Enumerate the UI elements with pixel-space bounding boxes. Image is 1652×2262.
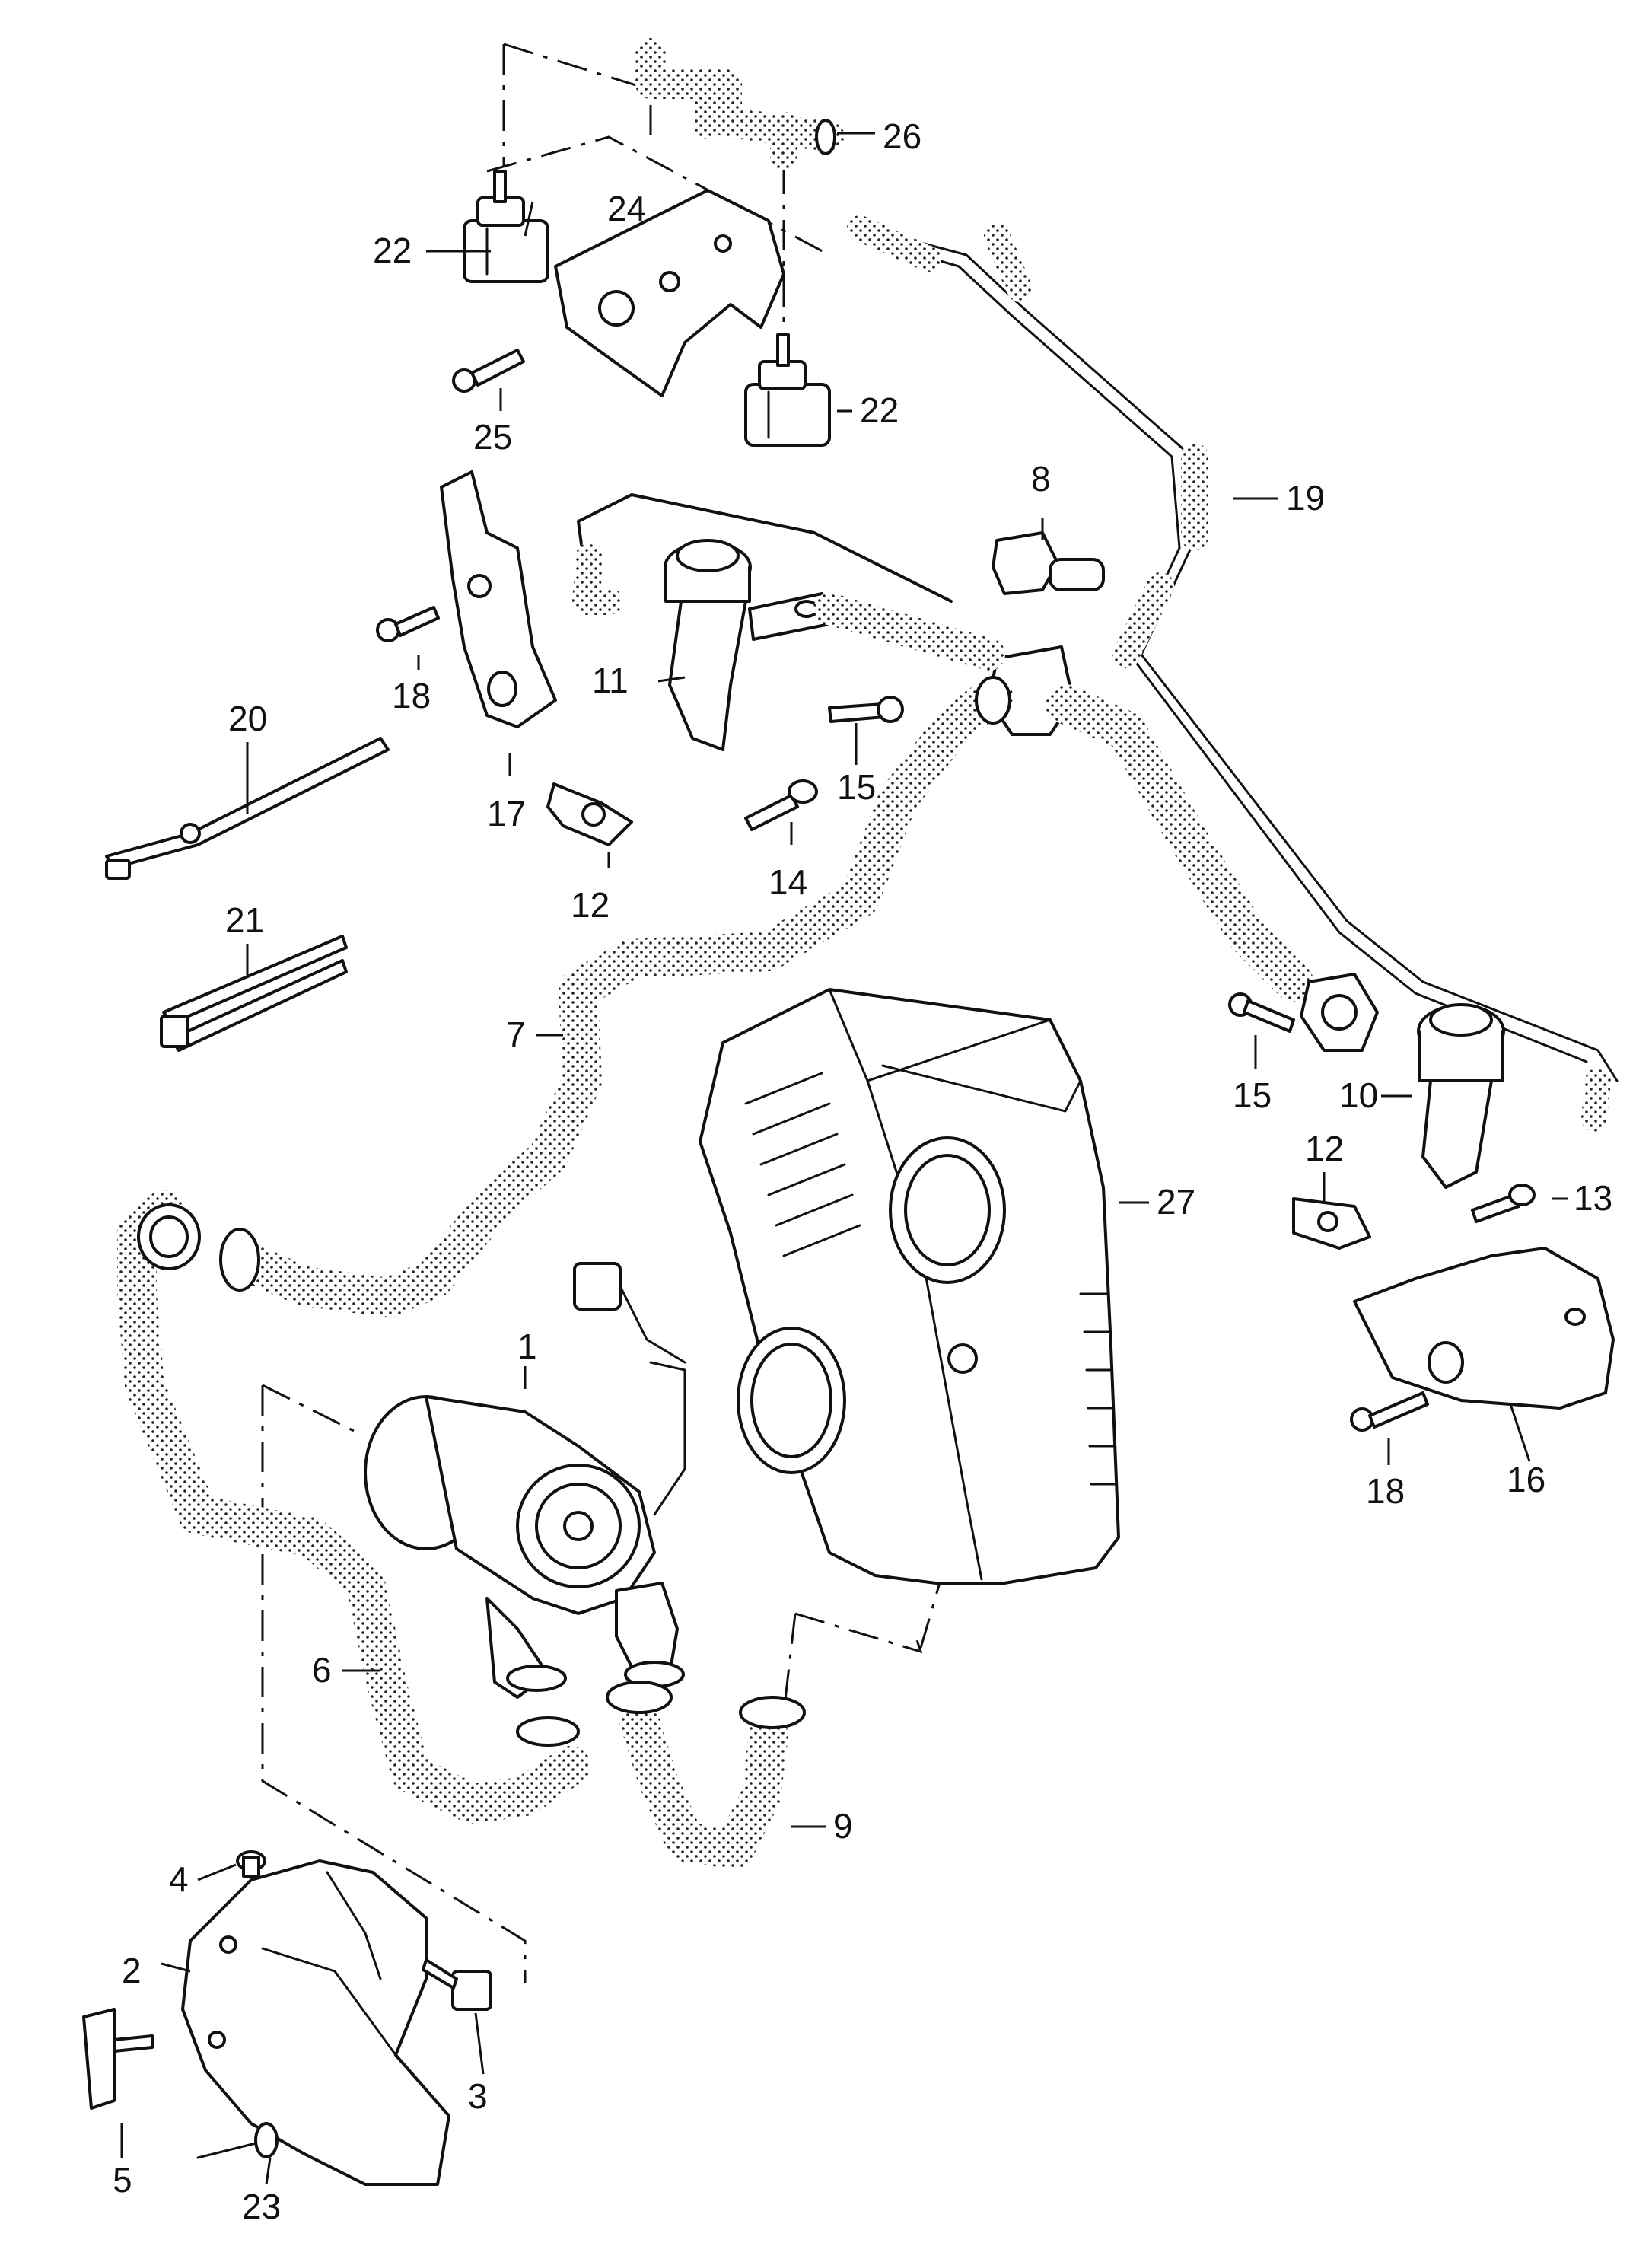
bracket-2 bbox=[181, 1859, 450, 2186]
hose-9 bbox=[606, 1681, 806, 1869]
hose-to-combi-valve-10 bbox=[1046, 684, 1313, 1002]
label-part-15-left: 15 bbox=[837, 767, 876, 807]
air-filter-housing-27 bbox=[699, 988, 1120, 1585]
label-part-12-right: 12 bbox=[1305, 1129, 1344, 1168]
label-part-19: 19 bbox=[1286, 478, 1325, 518]
label-part-21: 21 bbox=[225, 900, 264, 940]
label-part-5: 5 bbox=[113, 2160, 132, 2200]
vacuum-line-19 bbox=[847, 215, 1619, 1132]
label-part-18-right: 18 bbox=[1366, 1471, 1405, 1511]
label-part-22-upper: 22 bbox=[373, 231, 412, 270]
sensor-3 bbox=[422, 1958, 492, 2011]
label-part-25: 25 bbox=[473, 417, 512, 457]
cable-tie-21 bbox=[160, 935, 348, 1052]
screw-25 bbox=[452, 349, 525, 393]
gasket-12-left bbox=[546, 782, 633, 846]
label-part-24: 24 bbox=[607, 189, 646, 228]
clip-5 bbox=[82, 2008, 154, 2110]
hose-7 bbox=[219, 593, 1013, 1317]
hose-to-combi-valve-11 bbox=[572, 493, 953, 615]
solenoid-valve-22-lower bbox=[744, 333, 831, 447]
label-part-2: 2 bbox=[122, 1951, 142, 1990]
label-part-9: 9 bbox=[833, 1806, 853, 1846]
heat-shield-17 bbox=[440, 470, 557, 728]
rivet-23 bbox=[196, 2122, 279, 2159]
label-part-3: 3 bbox=[468, 2076, 488, 2116]
hose-6 bbox=[117, 1190, 590, 1824]
cable-tie-20 bbox=[105, 737, 390, 880]
bolt-15-left bbox=[828, 696, 904, 723]
bolt-14 bbox=[744, 779, 818, 831]
label-part-23: 23 bbox=[242, 2187, 281, 2226]
label-part-4: 4 bbox=[169, 1859, 189, 1899]
label-part-26: 26 bbox=[883, 116, 921, 156]
bolt-15-right bbox=[1228, 992, 1295, 1033]
label-part-1: 1 bbox=[517, 1327, 537, 1366]
bolt-13 bbox=[1471, 1184, 1536, 1223]
secondary-air-pump-1 bbox=[364, 1262, 686, 1699]
label-part-20: 20 bbox=[228, 699, 267, 738]
pressure-sensor-8 bbox=[992, 531, 1105, 595]
solenoid-valve-22-upper bbox=[463, 170, 549, 283]
combi-valve-10 bbox=[1300, 973, 1505, 1189]
bracket-24 bbox=[554, 189, 785, 397]
label-part-22-lower: 22 bbox=[860, 390, 899, 430]
bolt-18-right bbox=[1350, 1391, 1429, 1432]
screw-4 bbox=[236, 1850, 266, 1878]
vacuum-hose-26 bbox=[635, 38, 845, 170]
label-part-12-left: 12 bbox=[571, 885, 610, 925]
bolt-18-left bbox=[376, 606, 440, 642]
label-part-11: 11 bbox=[592, 661, 629, 700]
label-part-6: 6 bbox=[312, 1650, 332, 1690]
label-part-27: 27 bbox=[1157, 1182, 1195, 1222]
gasket-12-right bbox=[1292, 1197, 1371, 1250]
label-part-13: 13 bbox=[1574, 1178, 1612, 1218]
label-part-16: 16 bbox=[1507, 1460, 1545, 1499]
label-part-17: 17 bbox=[487, 794, 526, 833]
label-part-8: 8 bbox=[1031, 459, 1051, 499]
label-part-15-right: 15 bbox=[1233, 1075, 1272, 1115]
leader-lines bbox=[120, 132, 1568, 2185]
label-part-18-left: 18 bbox=[392, 676, 431, 715]
label-part-14: 14 bbox=[769, 862, 807, 902]
combi-valve-11 bbox=[664, 539, 831, 751]
label-part-10: 10 bbox=[1339, 1075, 1378, 1115]
part-labels: 26 24 22 22 25 19 8 18 11 20 17 15 14 12… bbox=[113, 116, 1612, 2226]
heat-shield-16 bbox=[1353, 1247, 1615, 1410]
label-part-7: 7 bbox=[506, 1015, 526, 1054]
